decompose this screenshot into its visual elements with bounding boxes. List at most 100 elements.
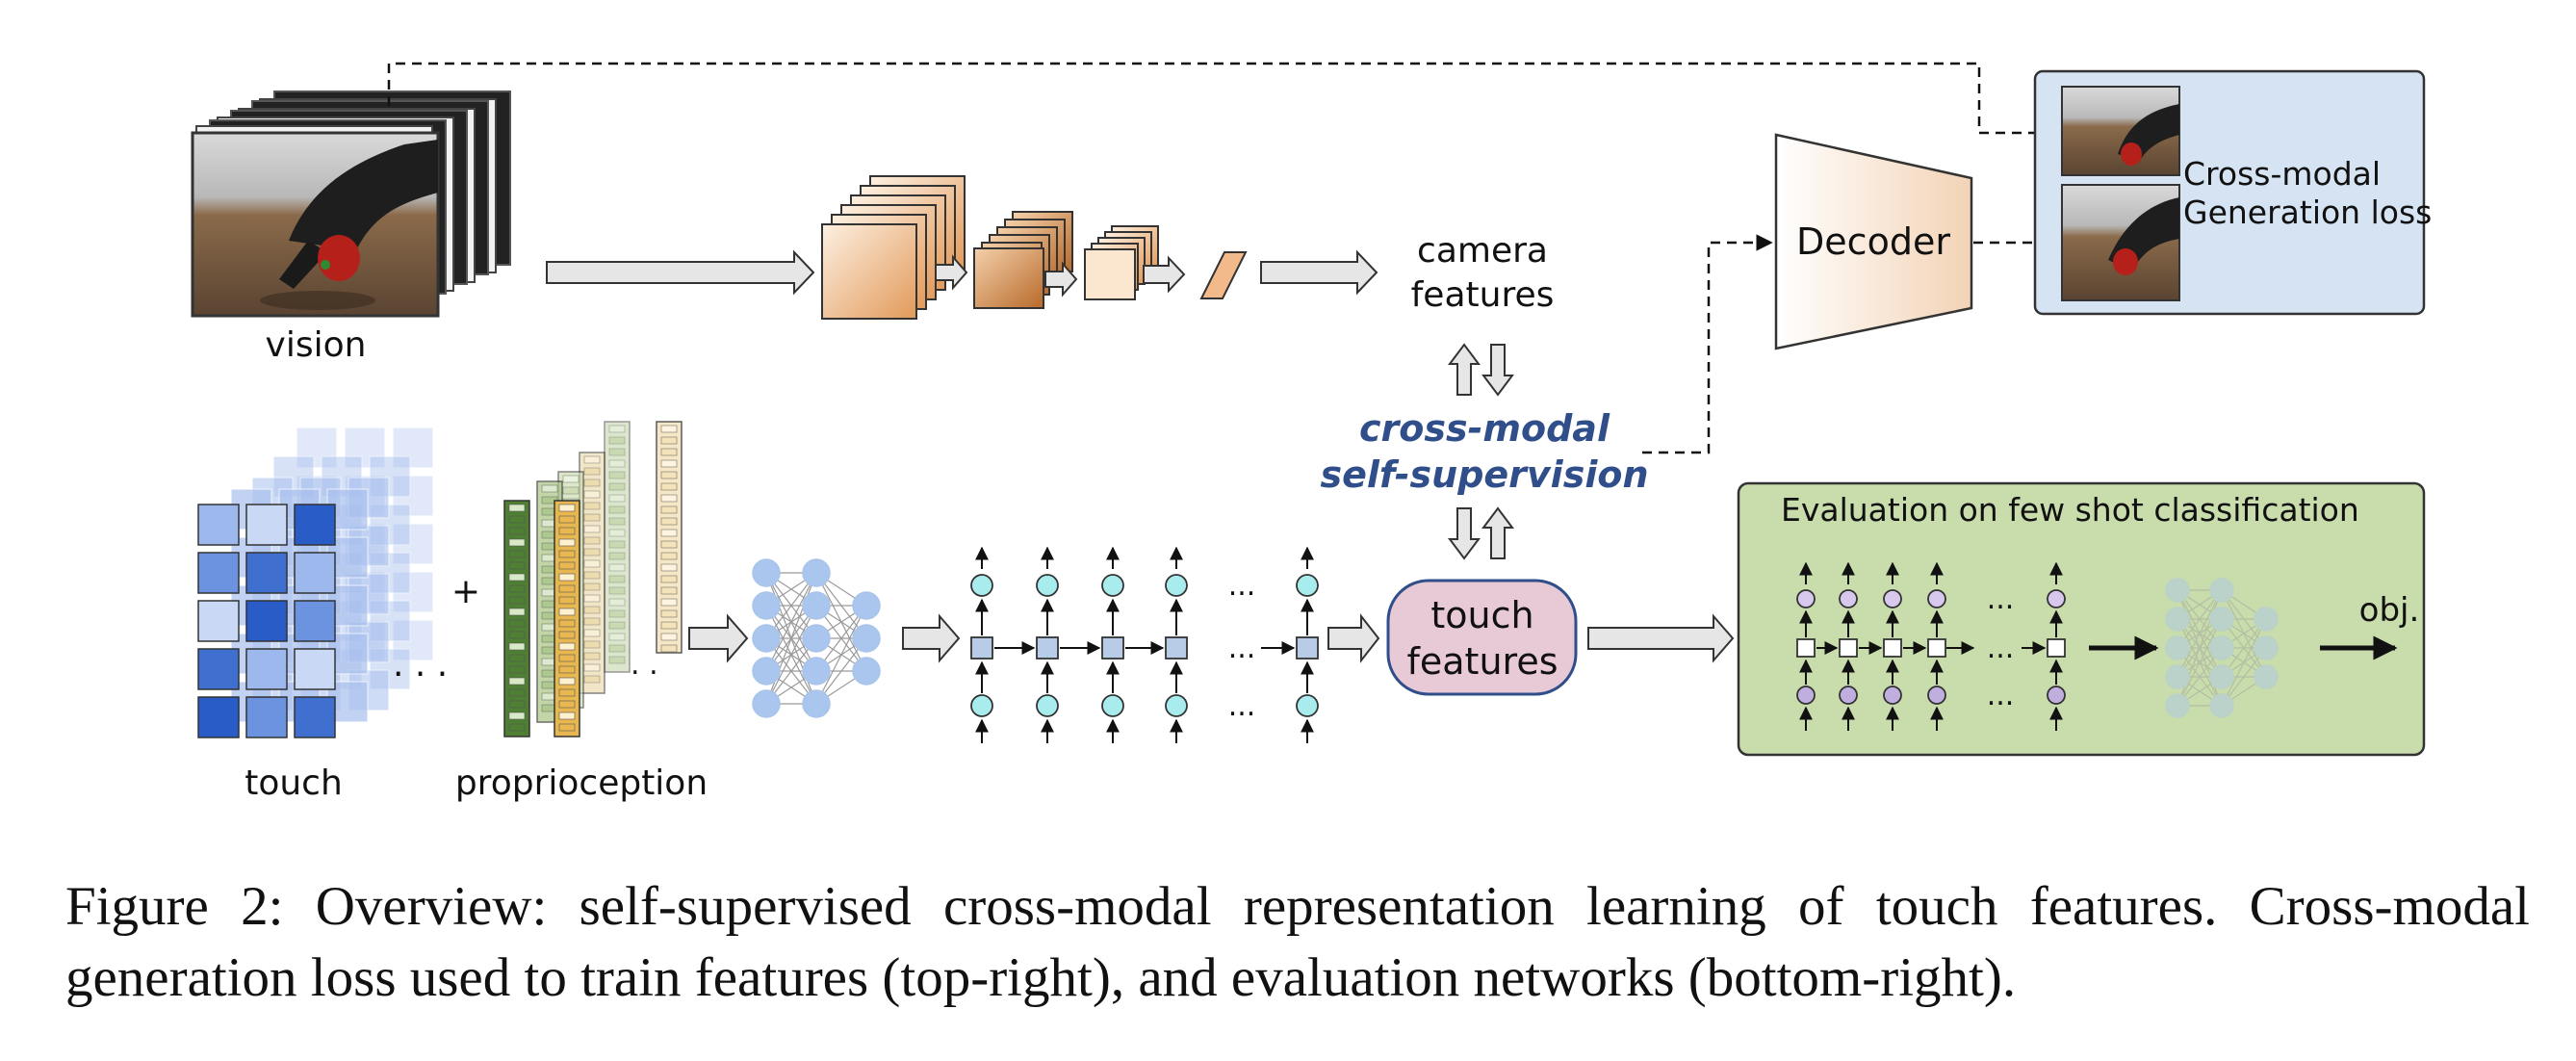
proprio-cell — [660, 448, 678, 456]
proprio-cell — [660, 540, 678, 549]
proprio-cell — [558, 538, 576, 547]
object-output-label: obj. — [2359, 591, 2420, 630]
mlp-edge — [2221, 647, 2267, 707]
proprio-cell — [583, 652, 601, 660]
robot-hand-scene-image — [191, 131, 440, 318]
proprio-cell — [583, 571, 601, 580]
touch-cell — [392, 571, 434, 613]
mlp-edge — [2221, 589, 2267, 678]
generation-loss-label-1: Cross-modal — [2183, 155, 2381, 193]
touch-cell — [197, 648, 240, 690]
proprio-cell — [608, 482, 626, 491]
mlp-edge — [2177, 589, 2223, 707]
cnn-to-camera-arrow — [1260, 249, 1378, 296]
rnn-output-node — [1883, 589, 1902, 608]
mlp-node — [2165, 635, 2190, 660]
proprio-cell — [508, 584, 526, 593]
decoder-block — [1774, 133, 1973, 350]
rnn-input-node — [1796, 686, 1816, 705]
proprio-cell — [583, 502, 601, 510]
mlp-node — [2165, 693, 2190, 718]
proprio-cell — [508, 550, 526, 558]
proprio-cell — [558, 584, 576, 593]
mlp-node — [852, 591, 881, 620]
mlp-edge — [2177, 589, 2223, 678]
proprio-cell — [508, 677, 526, 686]
rnn-cell — [2047, 638, 2066, 658]
proprio-cell — [660, 586, 678, 595]
mlp-node — [752, 657, 781, 686]
rnn-input-node — [970, 694, 993, 717]
touch-cell — [197, 696, 240, 738]
touch-cell — [296, 427, 338, 469]
mlp-node — [2165, 578, 2190, 603]
rnn-cell — [1796, 638, 1816, 658]
proprio-cell — [660, 436, 678, 445]
proprio-cell — [558, 550, 576, 558]
touch-features-label-2: features — [1407, 640, 1558, 683]
touch-cell — [294, 696, 336, 738]
proprio-cell — [558, 688, 576, 697]
proprio-cell — [608, 644, 626, 653]
mlp-edge — [2177, 589, 2223, 649]
vision-to-cnn-arrow — [546, 249, 815, 296]
touch-cell — [197, 600, 240, 642]
mlp-edge — [2177, 618, 2223, 649]
mlp-edge — [2221, 618, 2267, 678]
proprio-cell — [583, 663, 601, 672]
mlp-edge — [2177, 647, 2223, 678]
mlp-to-rnn-arrow — [902, 613, 961, 663]
mlp-edge — [2221, 676, 2267, 707]
mlp-edge — [2221, 618, 2267, 707]
proprio-cell — [660, 644, 678, 653]
rnn-output-node — [1036, 574, 1059, 597]
rnn-output-node — [2047, 589, 2066, 608]
touch-cell — [294, 504, 336, 546]
proprio-cell — [508, 619, 526, 628]
proprio-bar — [656, 421, 683, 654]
proprio-cell — [608, 633, 626, 641]
mlp-node — [2209, 693, 2234, 718]
proprio-cell — [558, 596, 576, 605]
generation-loss-label-2: Generation loss — [2183, 194, 2432, 231]
diagram: vision camera features cros — [191, 62, 2432, 803]
mlp-node — [2209, 607, 2234, 632]
touch-cross-modal-arrows — [1448, 506, 1514, 560]
rnn-ellipsis: ... — [1228, 632, 1256, 665]
proprio-cell — [558, 561, 576, 570]
touch-cell — [245, 600, 288, 642]
proprio-cell — [583, 548, 601, 556]
proprio-cell — [558, 712, 576, 720]
rnn-ellipsis: ... — [1987, 632, 2015, 665]
proprio-cell — [608, 517, 626, 526]
rnn-ellipsis: ... — [1987, 679, 2015, 712]
proprio-cell — [608, 529, 626, 537]
proprio-cell — [583, 582, 601, 591]
mlp-edge — [2177, 589, 2223, 678]
touch-to-eval-arrow — [1587, 613, 1735, 663]
proprio-cell — [583, 629, 601, 637]
rnn-to-touch-arrow — [1327, 613, 1380, 663]
mlp-edge — [2177, 647, 2223, 678]
proprioception-label: proprioception — [455, 763, 708, 803]
mlp-node — [2254, 664, 2279, 689]
proprio-cell — [608, 586, 626, 595]
mlp-edge — [2221, 618, 2267, 649]
rnn-cell — [1165, 636, 1188, 660]
plus-sign: + — [451, 572, 480, 611]
mlp-edge — [2177, 676, 2223, 707]
rnn-input-node — [1296, 694, 1319, 717]
mlp-edge — [2177, 618, 2223, 707]
rnn-ellipsis: ... — [1987, 582, 2015, 616]
camera-features-label-2: features — [1411, 275, 1555, 315]
rnn-input-node — [1101, 694, 1124, 717]
touch-cell — [344, 427, 386, 469]
proprio-cell — [608, 425, 626, 433]
touch-cell — [392, 619, 434, 661]
mlp-node — [752, 591, 781, 620]
rnn-cell — [1883, 638, 1902, 658]
proprio-cell — [660, 471, 678, 479]
cross-modal-to-decoder-dashed-arrow — [1642, 234, 1773, 454]
proprio-cell — [558, 573, 576, 582]
proprio-cell — [508, 608, 526, 616]
